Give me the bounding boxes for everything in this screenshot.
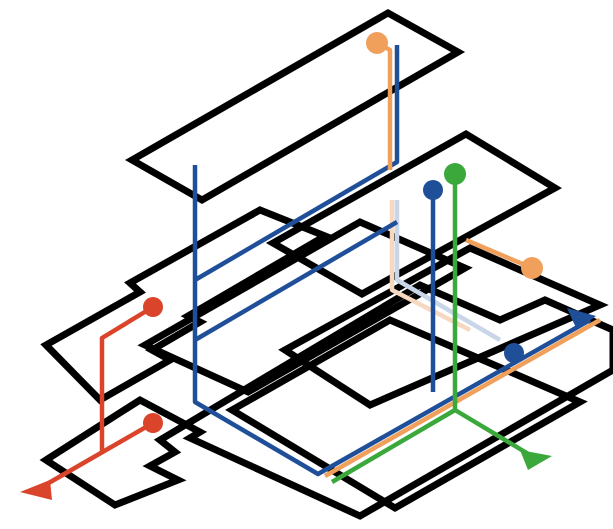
red-route-station-dot: [143, 413, 163, 433]
orange-route-start-dot: [366, 32, 388, 54]
floor-plates: [39, 8, 613, 520]
red-route-end-arrow: [20, 480, 52, 500]
upper-mid-level-plate: [265, 129, 562, 299]
mid-level-plate: [137, 218, 473, 396]
top-level-plate: [124, 8, 466, 205]
blue-route-hidden-segment: [394, 200, 502, 342]
blue-route-start-dot: [423, 180, 443, 200]
green-route-line: [330, 174, 532, 484]
green-route-end-arrow: [520, 450, 552, 470]
left-lower-plate: [40, 206, 333, 405]
blue-route-connector: [193, 220, 399, 342]
blue-route-station-dot: [504, 343, 524, 363]
blue-route-end-arrow: [567, 308, 596, 330]
red-route-line: [38, 305, 155, 490]
ground-level-plate: [39, 281, 613, 520]
orange-route-end-dot: [521, 257, 543, 279]
mid-plate-b: [278, 244, 609, 409]
red-route-start-dot: [143, 297, 163, 317]
green-route-start-dot: [444, 163, 466, 185]
orange-route-hidden-segment: [389, 200, 472, 333]
routes: [20, 32, 602, 500]
